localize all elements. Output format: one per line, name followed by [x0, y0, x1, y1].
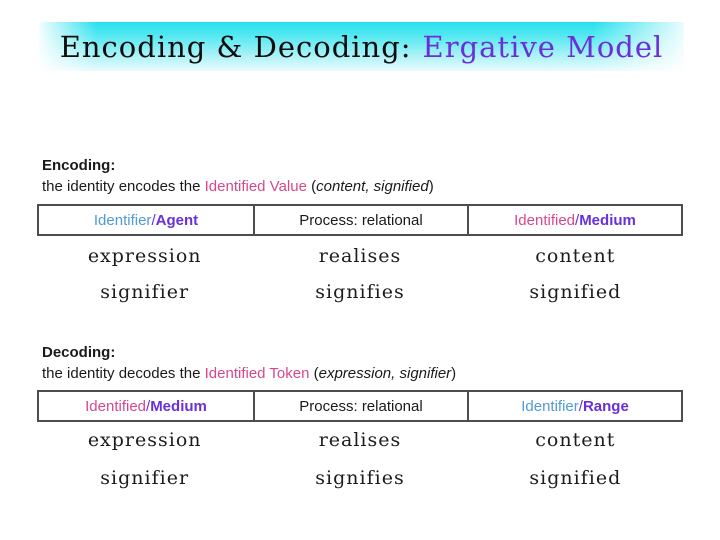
word-expression: expression	[87, 429, 202, 451]
slash-separator: /	[578, 397, 583, 415]
medium-label: Medium	[579, 211, 636, 229]
agent-label: Agent	[155, 211, 199, 229]
title-banner: Encoding & Decoding: Ergative Model	[39, 22, 684, 71]
identifier-label: Identifier	[93, 211, 152, 229]
encoding-word-row-2: signifier signifies signified	[37, 281, 683, 303]
encoding-header-table: Identifier/Agent Process: relational Ide…	[37, 204, 683, 236]
title-main: Encoding & Decoding:	[59, 29, 412, 64]
word-realises: realises	[318, 245, 402, 267]
word-signifies: signifies	[315, 281, 405, 303]
decoding-sentence-paren-open: (	[309, 365, 319, 382]
decoding-table-cell-process: Process: relational	[253, 392, 467, 420]
decoding-sentence-highlight: Identified Token	[204, 365, 310, 382]
encoding-sentence-highlight: Identified Value	[204, 178, 307, 195]
word-signifier: signifier	[100, 467, 190, 489]
word-content: content	[535, 429, 616, 451]
encoding-heading: Encoding:	[42, 157, 116, 174]
medium-label: Medium	[150, 397, 207, 415]
decoding-sentence-italic: expression, signifier	[318, 365, 452, 382]
decoding-sentence-prefix: the identity decodes the	[42, 365, 205, 382]
encoding-text-block: Encoding: the identity encodes the Ident…	[42, 155, 682, 197]
encoding-sentence-paren-close: )	[428, 178, 434, 195]
decoding-word-row-2: signifier signifies signified	[37, 467, 683, 489]
word-expression: expression	[87, 245, 202, 267]
decoding-heading: Decoding:	[42, 344, 116, 361]
encoding-sentence-paren-open: (	[306, 178, 317, 195]
identifier-label: Identifier	[521, 397, 579, 415]
slash-separator: /	[575, 211, 580, 229]
word-signifies: signifies	[315, 467, 405, 489]
decoding-table-cell-identified-medium: Identified/Medium	[39, 392, 253, 420]
slash-separator: /	[151, 211, 156, 229]
decoding-word-row-1: expression realises content	[37, 429, 683, 451]
title-accent: Ergative Model	[422, 29, 664, 64]
decoding-sentence-paren-close: )	[451, 365, 457, 382]
encoding-table-cell-identifier-agent: Identifier/Agent	[39, 206, 253, 234]
range-label: Range	[582, 397, 629, 415]
encoding-table-cell-identified-medium: Identified/Medium	[467, 206, 681, 234]
encoding-table-cell-process: Process: relational	[253, 206, 467, 234]
decoding-header-table: Identified/Medium Process: relational Id…	[37, 390, 683, 422]
word-realises: realises	[318, 429, 402, 451]
encoding-sentence: the identity encodes the Identified Valu…	[42, 176, 682, 197]
decoding-sentence: the identity decodes the Identified Toke…	[42, 363, 682, 384]
decoding-table-cell-identifier-range: Identifier/Range	[467, 392, 681, 420]
word-signified: signified	[529, 467, 622, 489]
encoding-sentence-italic: content, signified	[316, 178, 429, 195]
word-signified: signified	[529, 281, 622, 303]
slash-separator: /	[146, 397, 151, 415]
encoding-sentence-prefix: the identity encodes the	[42, 178, 205, 195]
identified-label: Identified	[85, 397, 147, 415]
identified-label: Identified	[514, 211, 576, 229]
word-content: content	[535, 245, 616, 267]
encoding-word-row-1: expression realises content	[37, 245, 683, 267]
decoding-text-block: Decoding: the identity decodes the Ident…	[42, 342, 682, 384]
word-signifier: signifier	[100, 281, 190, 303]
